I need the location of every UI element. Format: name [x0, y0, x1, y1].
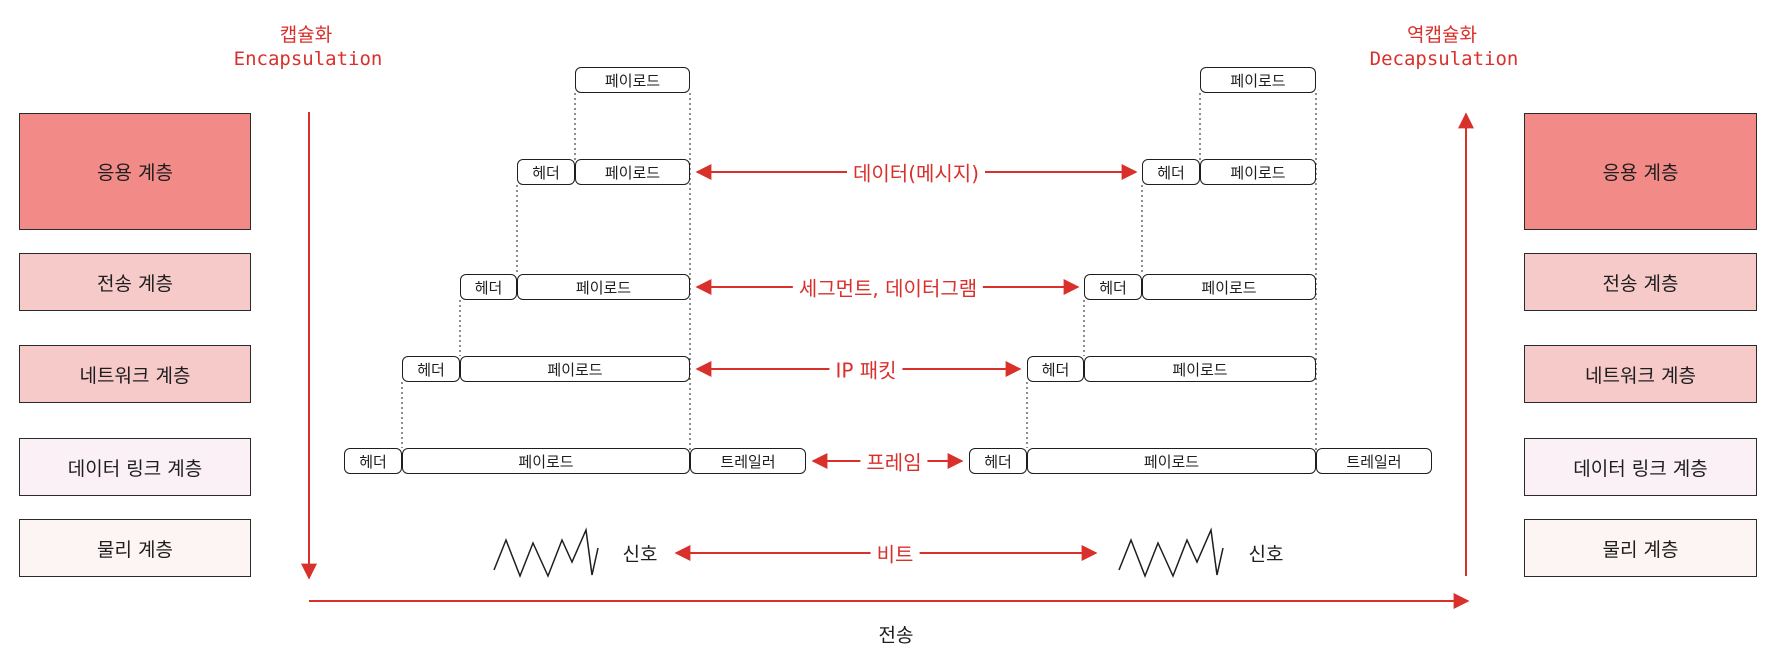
header-box: 헤더: [344, 448, 402, 474]
layer-network-left: 네트워크 계층: [19, 345, 251, 403]
encapsulation-title-ko: 캡슐화: [279, 24, 333, 46]
decapsulation-title-en: Decapsulation: [1369, 48, 1519, 70]
header-box: 헤더: [1142, 159, 1200, 185]
decapsulation-title-ko: 역캡슐화: [1407, 24, 1477, 46]
header-box: 헤더: [1084, 274, 1142, 300]
layer-datalink-left: 데이터 링크 계층: [19, 438, 251, 496]
trailer-box: 트레일러: [690, 448, 806, 474]
pdu-label-physical: 비트: [870, 538, 920, 568]
layer-application-left: 응용 계층: [19, 113, 251, 230]
layer-label: 데이터 링크 계층: [1573, 457, 1708, 480]
signal-wave-right: [1118, 527, 1224, 579]
layer-label: 물리 계층: [1602, 538, 1679, 561]
pdu-label-datalink: 프레임: [860, 446, 928, 476]
layer-physical-right: 물리 계층: [1524, 519, 1757, 577]
layer-network-right: 네트워크 계층: [1524, 345, 1757, 403]
right-dotted-guides: [1026, 93, 1317, 450]
layer-datalink-right: 데이터 링크 계층: [1524, 438, 1757, 496]
trailer-box: 트레일러: [1316, 448, 1432, 474]
left-dotted-guides: [401, 93, 691, 450]
payload-box: 페이로드: [402, 448, 690, 474]
signal-wave-left: [493, 527, 599, 579]
layer-physical-left: 물리 계층: [19, 519, 251, 577]
layer-label: 응용 계층: [97, 162, 173, 184]
layer-label: 네트워크 계층: [1585, 364, 1696, 387]
signal-label-left: 신호: [622, 543, 658, 566]
pdu-label-application: 데이터(메시지): [846, 157, 986, 187]
layer-label: 전송 계층: [1602, 272, 1679, 295]
pdu-label-transport: 세그먼트, 데이터그램: [792, 272, 984, 302]
encapsulation-title-en: Encapsulation: [233, 48, 383, 70]
pdu-label-network: IP 패킷: [829, 354, 903, 384]
layer-label: 전송 계층: [97, 272, 173, 295]
payload-box: 페이로드: [575, 159, 690, 185]
layer-label: 응용 계층: [1602, 162, 1679, 184]
layer-label: 데이터 링크 계층: [67, 457, 203, 480]
header-box: 헤더: [460, 274, 517, 300]
layer-transport-right: 전송 계층: [1524, 253, 1757, 311]
layer-label: 물리 계층: [97, 538, 173, 561]
payload-box: 페이로드: [1084, 356, 1316, 382]
transmission-label: 전송: [878, 624, 914, 647]
payload-box: 페이로드: [1200, 67, 1316, 93]
payload-box: 페이로드: [1200, 159, 1316, 185]
payload-box: 페이로드: [1027, 448, 1316, 474]
header-box: 헤더: [969, 448, 1027, 474]
layer-application-right: 응용 계층: [1524, 113, 1757, 230]
payload-box: 페이로드: [460, 356, 690, 382]
payload-box: 페이로드: [575, 67, 690, 93]
layer-label: 네트워크 계층: [79, 364, 191, 387]
header-box: 헤더: [1027, 356, 1084, 382]
signal-label-right: 신호: [1248, 543, 1284, 566]
payload-box: 페이로드: [1142, 274, 1316, 300]
payload-box: 페이로드: [517, 274, 690, 300]
header-box: 헤더: [402, 356, 460, 382]
header-box: 헤더: [517, 159, 575, 185]
layer-transport-left: 전송 계층: [19, 253, 251, 311]
